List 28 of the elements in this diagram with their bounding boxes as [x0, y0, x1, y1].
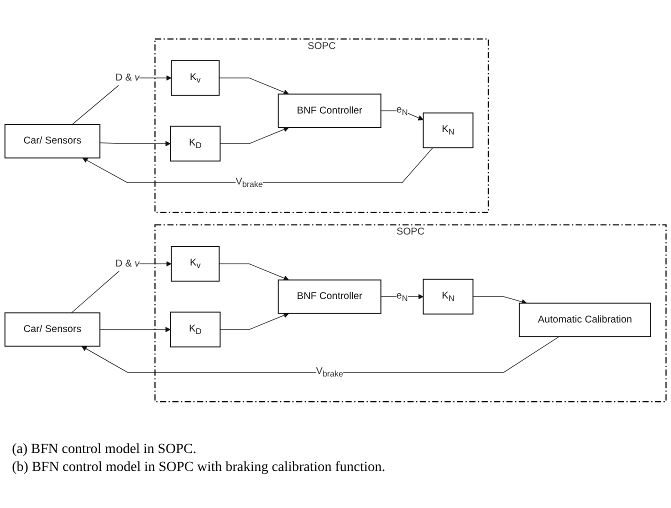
arrow [218, 77, 289, 94]
arrow [82, 147, 434, 183]
arrow [100, 326, 171, 332]
node-box: Car/ Sensors [4, 312, 100, 346]
arrow [220, 126, 289, 144]
node-box: Car/ Sensors [4, 124, 100, 158]
edge-label: e$_{N}$ [396, 290, 408, 303]
edge-label: D & v [115, 72, 140, 83]
edge-label: D & v [115, 258, 140, 268]
node-box: K$_{D}$ [170, 311, 221, 348]
node-box: K$_{D}$ [170, 126, 221, 162]
arrow [100, 140, 171, 146]
node-box: K$_{N}$ [422, 112, 474, 148]
edge-label: e$_{N}$ [396, 104, 408, 117]
node-box: BNF Controller [278, 93, 382, 128]
node-box: Automatic Calibration [518, 302, 652, 337]
arrow [81, 336, 560, 372]
node-box: K$_{N}$ [422, 278, 474, 314]
figure-caption: (b) BFN control model in SOPC with braking calibration function. [12, 460, 386, 476]
arrow [472, 296, 527, 304]
figure-caption: (a) BFN control model in SOPC. [12, 442, 198, 458]
node-box: BNF Controller [278, 279, 382, 314]
edge-label: V$_{brake}$ [236, 176, 263, 189]
node-box: K$_{v}$ [170, 60, 220, 96]
edge-label: V$_{brake}$ [316, 366, 344, 378]
arrow [220, 312, 289, 330]
node-box: K$_{v}$ [170, 246, 220, 282]
arrow [218, 263, 289, 280]
